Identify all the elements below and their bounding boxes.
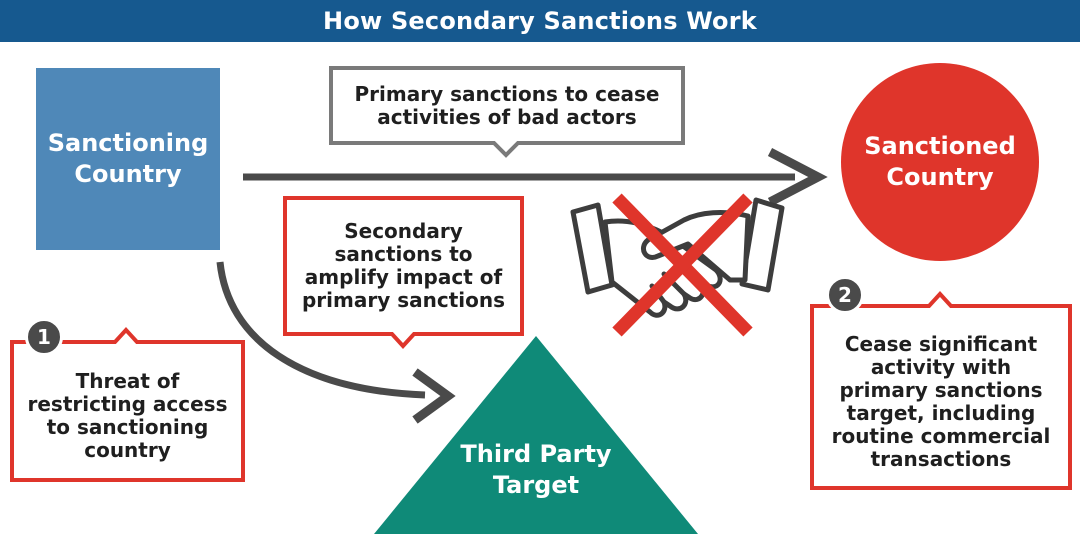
threat-callout-box: [10, 327, 245, 482]
secondary-sanctions-arrow: [216, 261, 456, 424]
primary-callout-text: Primary sanctions to cease activities of…: [354, 81, 660, 129]
cease-callout-text: Cease significant activity with primary …: [831, 332, 1051, 471]
third-party-target-label: Third Party Target: [460, 440, 612, 499]
title-bar: How Secondary Sanctions Work: [0, 0, 1080, 42]
sanctioning-country-label: Sanctioning Country: [47, 129, 209, 188]
cease-callout-box: [810, 291, 1072, 490]
primary-callout-box: [329, 66, 685, 158]
sanctioned-country-circle: [841, 63, 1039, 261]
secondary-callout-box: [283, 196, 524, 349]
step-badge-1: 1: [25, 318, 63, 356]
sanctioned-country-label: Sanctioned Country: [864, 132, 1016, 191]
primary-sanctions-arrow: [243, 148, 828, 206]
threat-callout-text: Threat of restricting access to sanction…: [27, 369, 228, 462]
step-badge-2: 2: [826, 276, 864, 314]
third-party-triangle: [374, 336, 698, 534]
red-x-icon: [612, 193, 753, 337]
sanctioning-country-box: [36, 68, 220, 250]
diagram-title: How Secondary Sanctions Work: [323, 7, 757, 35]
secondary-callout-text: Secondary sanctions to amplify impact of…: [301, 219, 506, 312]
